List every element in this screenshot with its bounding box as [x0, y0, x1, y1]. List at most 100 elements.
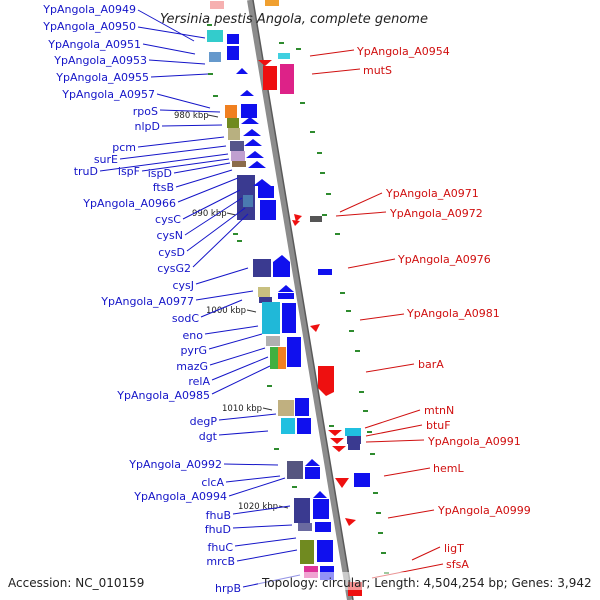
gene-block[interactable]	[243, 195, 253, 207]
gene-block[interactable]	[280, 64, 294, 94]
gene-block[interactable]	[348, 444, 360, 450]
gene-block[interactable]	[300, 540, 314, 564]
forward-arrow[interactable]	[240, 90, 254, 96]
forward-arrow[interactable]	[227, 34, 239, 44]
gene-label[interactable]: ligT	[444, 542, 464, 555]
gene-label[interactable]: fhuD	[205, 523, 231, 536]
gene-label[interactable]: mrcB	[206, 555, 235, 568]
forward-arrow[interactable]	[287, 337, 301, 367]
gene-label[interactable]: pyrG	[180, 344, 207, 357]
gene-block[interactable]	[227, 118, 239, 128]
gene-label[interactable]: YpAngola_A0955	[55, 71, 149, 84]
gene-label[interactable]: ispF	[118, 165, 140, 178]
gene-label[interactable]: barA	[418, 358, 444, 371]
gene-label[interactable]: YpAngola_A0949	[42, 3, 136, 16]
gene-label[interactable]: pcm	[112, 141, 136, 154]
gene-label[interactable]: cysN	[156, 229, 183, 242]
gene-block[interactable]	[270, 347, 278, 369]
gene-block[interactable]	[310, 216, 322, 222]
reverse-arrow[interactable]	[292, 220, 300, 226]
gene-block[interactable]	[258, 287, 270, 297]
forward-arrow[interactable]	[258, 186, 274, 198]
gene-label[interactable]: YpAngola_A0991	[427, 435, 521, 448]
gene-block[interactable]	[209, 52, 221, 62]
gene-label[interactable]: mtnN	[424, 404, 454, 417]
forward-arrow[interactable]	[246, 151, 264, 158]
gene-label[interactable]: eno	[183, 329, 204, 342]
forward-arrow[interactable]	[248, 161, 266, 168]
gene-label[interactable]: YpAngola_A0953	[53, 54, 147, 67]
gene-label[interactable]: YpAngola_A0977	[100, 295, 194, 308]
forward-arrow[interactable]	[297, 418, 311, 434]
forward-arrow[interactable]	[241, 117, 259, 124]
gene-label[interactable]: YpAngola_A0966	[82, 197, 176, 210]
forward-arrow[interactable]	[318, 269, 332, 275]
gene-block[interactable]	[281, 418, 295, 434]
forward-arrow[interactable]	[313, 491, 327, 498]
reverse-arrow[interactable]	[318, 366, 334, 396]
gene-label[interactable]: cysG2	[157, 262, 191, 275]
forward-arrow[interactable]	[278, 285, 294, 292]
gene-label[interactable]: surE	[94, 153, 118, 166]
gene-block[interactable]	[278, 347, 286, 369]
gene-label[interactable]: hemL	[433, 462, 464, 475]
forward-arrow[interactable]	[236, 68, 248, 74]
gene-label[interactable]: sodC	[172, 312, 199, 325]
gene-label[interactable]: rpoS	[133, 105, 158, 118]
gene-block[interactable]	[231, 151, 245, 161]
gene-label[interactable]: YpAngola_A0950	[42, 20, 136, 33]
gene-label[interactable]: clcA	[201, 476, 224, 489]
gene-block[interactable]	[253, 259, 271, 277]
gene-label[interactable]: YpAngola_A0951	[47, 38, 141, 51]
gene-block[interactable]	[345, 428, 361, 436]
forward-arrow[interactable]	[313, 499, 329, 519]
forward-arrow[interactable]	[244, 139, 262, 146]
forward-arrow[interactable]	[241, 104, 257, 118]
reverse-arrow[interactable]	[335, 478, 349, 488]
forward-arrow[interactable]	[243, 129, 261, 136]
reverse-arrow[interactable]	[332, 446, 346, 452]
reverse-arrow[interactable]	[310, 324, 320, 332]
gene-block[interactable]	[266, 336, 280, 346]
forward-arrow[interactable]	[282, 303, 296, 333]
gene-label[interactable]: cysJ	[172, 279, 194, 292]
gene-block[interactable]	[225, 105, 237, 118]
reverse-arrow[interactable]	[330, 438, 344, 444]
gene-label[interactable]: YpAngola_A0985	[116, 389, 210, 402]
gene-label[interactable]: ispD	[148, 167, 172, 180]
gene-label[interactable]: YpAngola_A0981	[406, 307, 500, 320]
gene-block[interactable]	[298, 523, 312, 531]
gene-block[interactable]	[347, 436, 361, 444]
gene-label[interactable]: YpAngola_A0976	[397, 253, 491, 266]
gene-block[interactable]	[207, 30, 223, 42]
reverse-arrow[interactable]	[258, 60, 272, 66]
reverse-arrow[interactable]	[345, 518, 356, 526]
gene-block[interactable]	[230, 141, 244, 151]
gene-block[interactable]	[259, 297, 272, 303]
gene-label[interactable]: fhuB	[206, 509, 231, 522]
forward-arrow[interactable]	[305, 467, 320, 479]
gene-block[interactable]	[228, 128, 240, 140]
gene-label[interactable]: cysC	[155, 213, 181, 226]
gene-label[interactable]: YpAngola_A0972	[389, 207, 483, 220]
forward-arrow[interactable]	[354, 473, 370, 487]
gene-label[interactable]: YpAngola_A0954	[356, 45, 450, 58]
gene-label[interactable]: YpAngola_A0971	[385, 187, 479, 200]
gene-label[interactable]: btuF	[426, 419, 451, 432]
gene-label[interactable]: truD	[74, 165, 98, 178]
gene-label[interactable]: YpAngola_A0999	[437, 504, 531, 517]
gene-label[interactable]: degP	[190, 415, 218, 428]
gene-label[interactable]: hrpB	[215, 582, 241, 595]
gene-label[interactable]: fhuC	[208, 541, 234, 554]
gene-label[interactable]: dgt	[199, 430, 218, 443]
gene-label[interactable]: mutS	[363, 64, 392, 77]
forward-arrow[interactable]	[295, 398, 309, 416]
forward-arrow[interactable]	[227, 46, 239, 60]
gene-block[interactable]	[262, 302, 280, 334]
forward-arrow[interactable]	[260, 200, 276, 220]
gene-block[interactable]	[294, 498, 310, 523]
gene-block[interactable]	[210, 1, 224, 9]
forward-arrow[interactable]	[273, 255, 290, 277]
forward-arrow[interactable]	[253, 179, 271, 186]
gene-label[interactable]: YpAngola_A0994	[133, 490, 227, 503]
